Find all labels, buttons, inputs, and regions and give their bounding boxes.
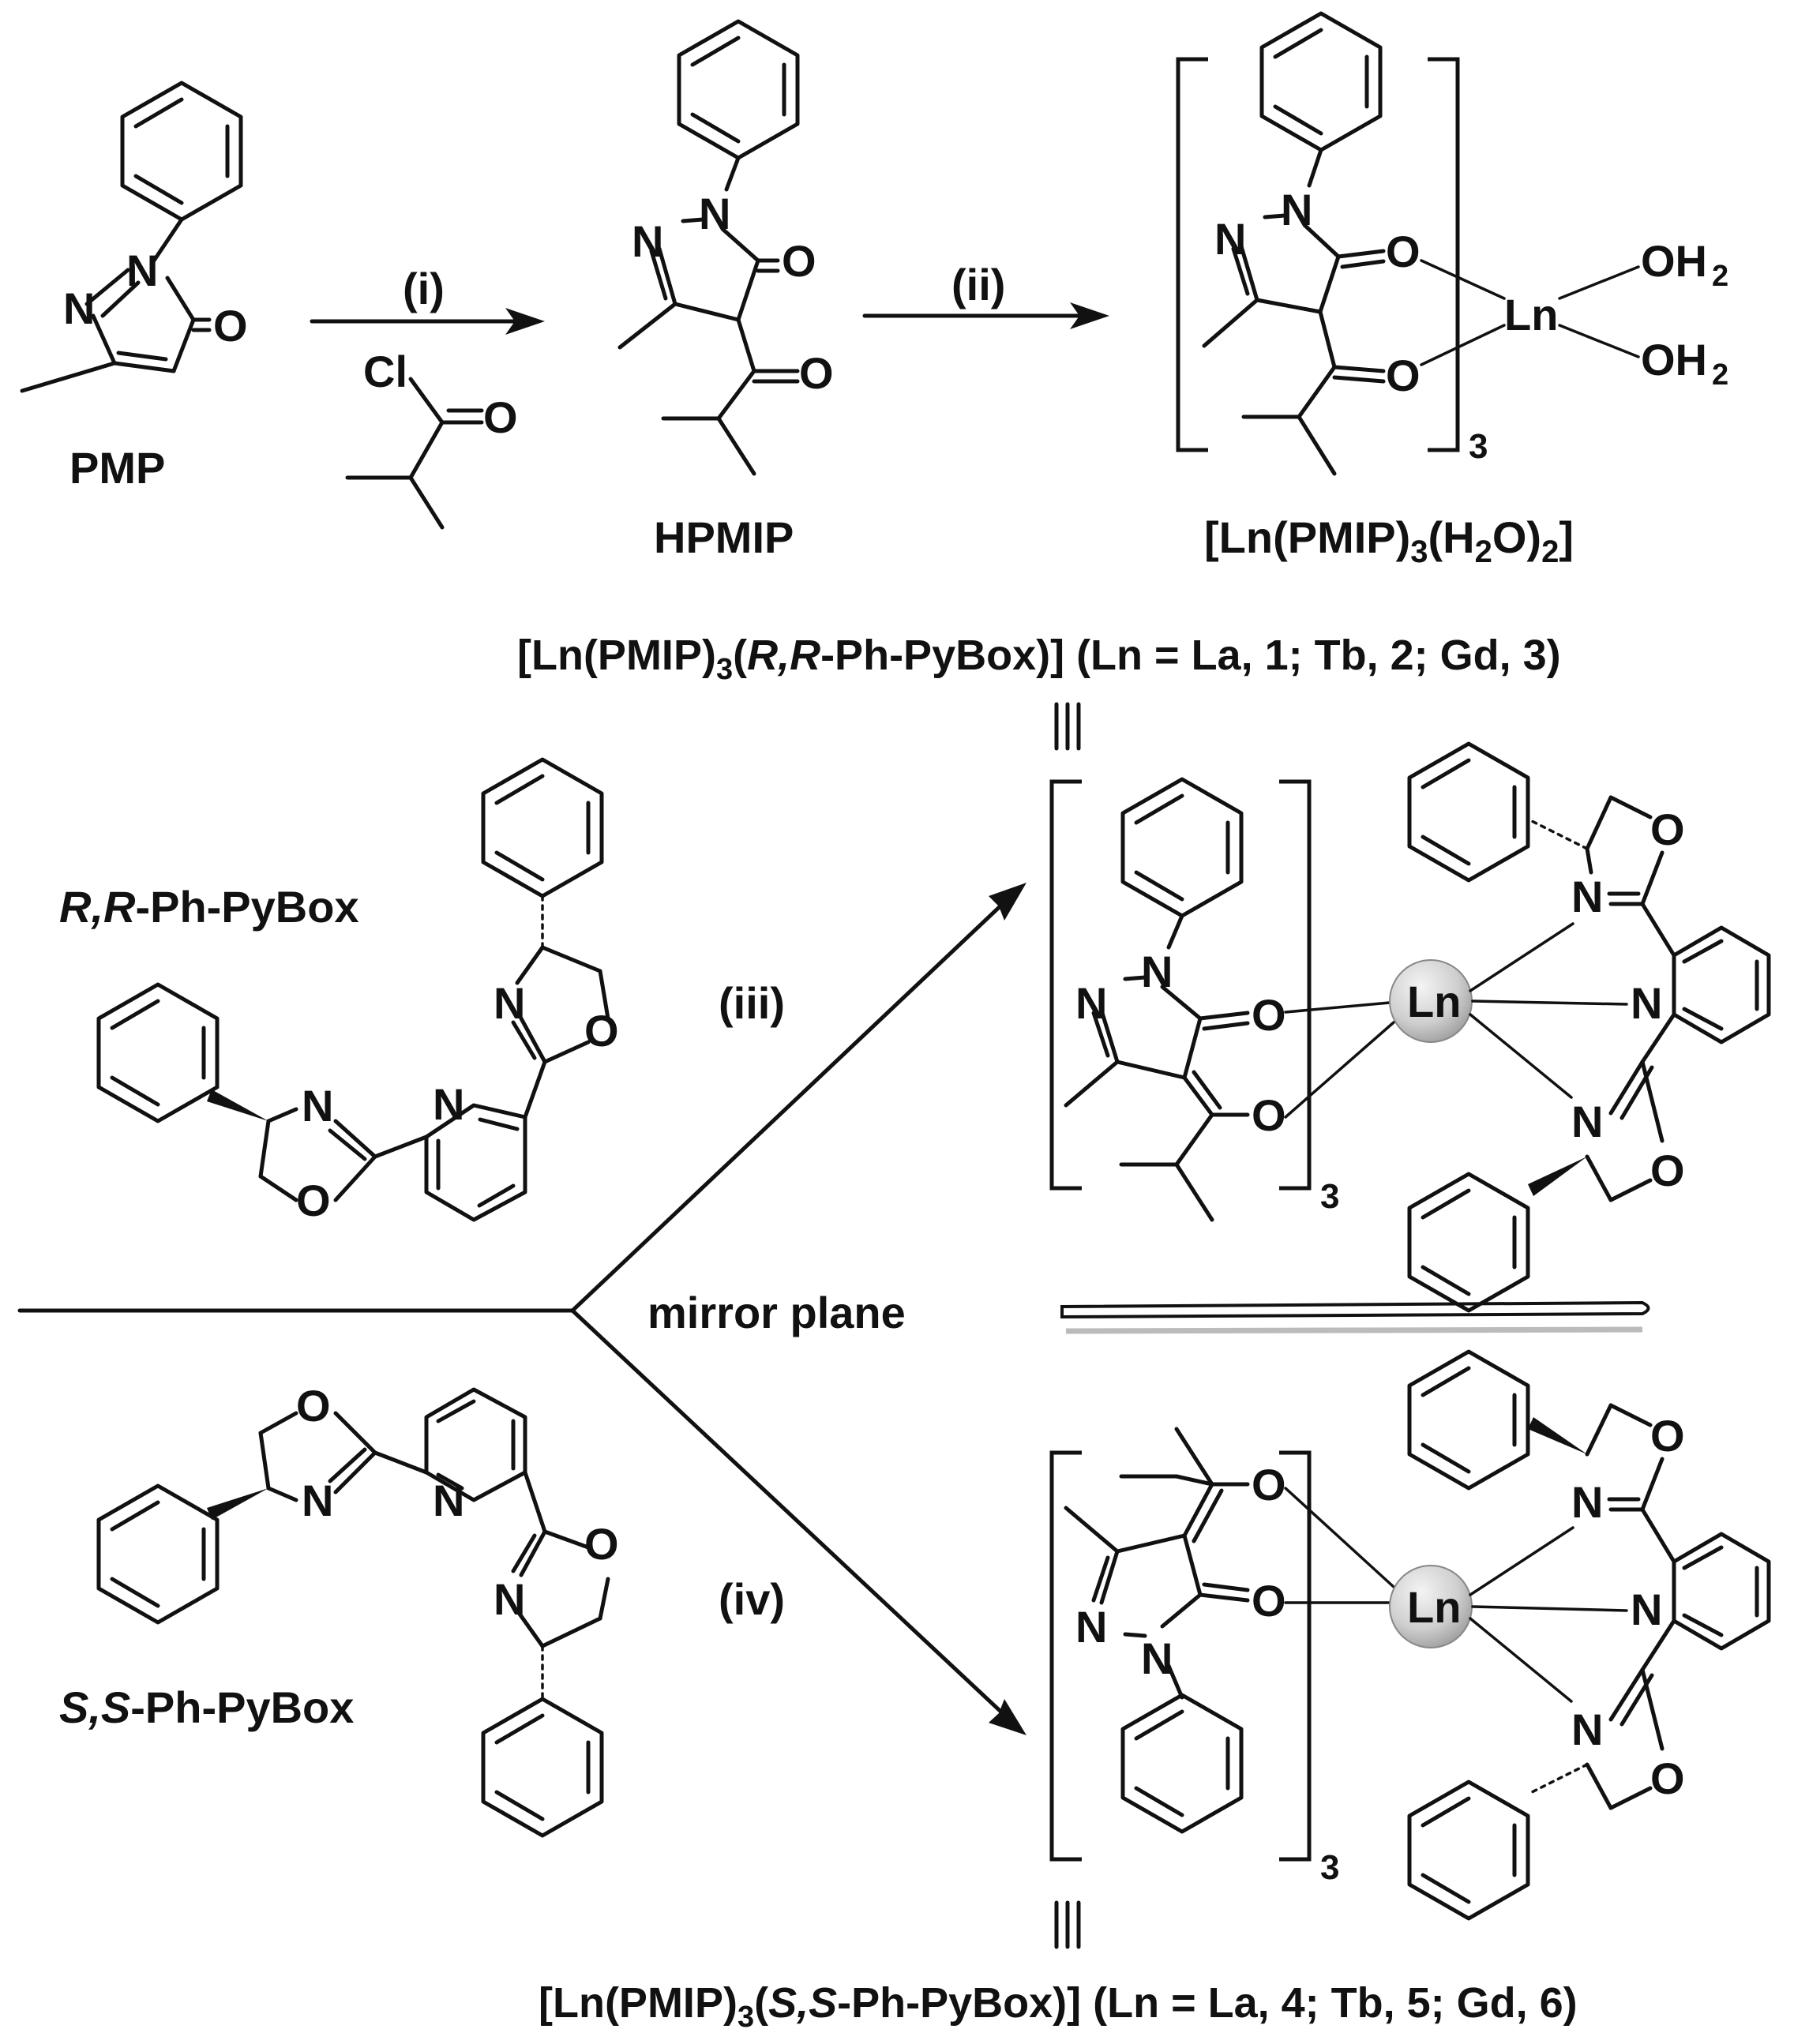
- atom-n: N: [1281, 185, 1312, 234]
- label-hpmip: HPMIP: [654, 512, 794, 562]
- atom-n: N: [1141, 1633, 1173, 1683]
- atom-o: O: [296, 1381, 331, 1431]
- step-iv-label: (iv): [719, 1574, 785, 1624]
- step-iii-label: (iii): [719, 978, 785, 1028]
- product-rr-structure: N N O O 3 Ln N N O: [1049, 741, 1771, 1313]
- atom-n: N: [63, 283, 95, 333]
- atom-n: N: [494, 1574, 525, 1624]
- ss-pybox-structure: O N N O N: [96, 1381, 619, 1838]
- mirror-plane-graphic: [1060, 1300, 1650, 1334]
- pmp-structure: N N O PMP: [20, 81, 248, 493]
- label-pmp: PMP: [69, 443, 165, 493]
- label-ss-pybox: S,S-Ph-PyBox: [59, 1682, 354, 1732]
- atom-n: N: [1075, 978, 1107, 1028]
- atom-o: O: [584, 1519, 619, 1569]
- product-rr-formula: [Ln(PMIP)3(R,R-Ph-PyBox)] (Ln = La, 1; T…: [517, 632, 1561, 686]
- atom-o: O: [1386, 351, 1421, 400]
- atom-o: O: [483, 392, 518, 442]
- step-i-label: (i): [403, 264, 445, 313]
- hpmip-structure: N N O O HPMIP: [617, 19, 834, 562]
- atom-n: N: [699, 189, 730, 238]
- branch-arrows: [17, 883, 1026, 1735]
- atom-o: O: [1252, 1576, 1286, 1626]
- atom-n: N: [1631, 978, 1662, 1028]
- atom-n: N: [433, 1079, 464, 1129]
- atom-o: O: [1650, 1753, 1685, 1803]
- atom-n: N: [494, 978, 525, 1028]
- atom-o: O: [1386, 227, 1421, 276]
- atom-n: N: [1075, 1602, 1107, 1652]
- bracket-subscript-3: 3: [1320, 1177, 1339, 1216]
- atom-o: O: [1650, 1411, 1685, 1461]
- step-ii-label: (ii): [951, 260, 1005, 309]
- atom-n: N: [1571, 872, 1603, 921]
- atom-n: N: [1214, 214, 1246, 264]
- atom-n: N: [302, 1081, 333, 1131]
- atom-ln: Ln: [1407, 1582, 1461, 1632]
- atom-n: N: [1571, 1477, 1603, 1527]
- atom-o: O: [584, 1006, 619, 1056]
- atom-o: O: [799, 348, 834, 398]
- atom-o: O: [213, 301, 248, 351]
- bracket-subscript-3: 3: [1469, 427, 1488, 466]
- atom-n: N: [1631, 1585, 1662, 1634]
- atom-n: N: [632, 216, 663, 266]
- label-hydrate-complex: [Ln(PMIP)3(H2O)2]: [1204, 512, 1574, 569]
- atom-ln: Ln: [1407, 977, 1461, 1026]
- atom-cl: Cl: [363, 347, 407, 396]
- product-ss-structure: O N N O 3 Ln N N O: [1049, 1349, 1771, 1921]
- atom-n: N: [126, 246, 158, 295]
- subscript-2: 2: [1712, 358, 1728, 392]
- label-rr-pybox: R,R-Ph-PyBox: [59, 882, 359, 932]
- subscript-2: 2: [1712, 260, 1728, 293]
- arrow-step-i: (i) Cl O: [310, 264, 545, 530]
- atom-n: N: [433, 1476, 464, 1525]
- arrow-step-ii: (ii): [862, 260, 1109, 329]
- atom-o: O: [296, 1176, 331, 1225]
- atom-o: O: [1650, 804, 1685, 854]
- atom-o: O: [1252, 990, 1286, 1040]
- mirror-plane-label: mirror plane: [647, 1288, 906, 1337]
- identity-sign: [1054, 1900, 1081, 1949]
- identity-sign: [1054, 702, 1081, 751]
- atom-n: N: [302, 1476, 333, 1525]
- rr-pybox-structure: N O N N O: [96, 757, 619, 1225]
- atom-o: O: [782, 236, 816, 286]
- atom-ln: Ln: [1504, 290, 1558, 339]
- atom-o: O: [1252, 1090, 1286, 1140]
- bracket-subscript-3: 3: [1320, 1848, 1339, 1887]
- atom-n: N: [1571, 1097, 1603, 1146]
- atom-oh: OH: [1641, 236, 1707, 286]
- atom-o: O: [1252, 1460, 1286, 1510]
- atom-o: O: [1650, 1146, 1685, 1195]
- atom-n: N: [1571, 1705, 1603, 1754]
- atom-n: N: [1141, 947, 1173, 996]
- product-ss-formula: [Ln(PMIP)3(S,S-Ph-PyBox)] (Ln = La, 4; T…: [539, 1979, 1578, 2034]
- atom-oh: OH: [1641, 335, 1707, 384]
- hydrate-complex-structure: N N O O Ln OH 2 OH 2 3 [Ln(PMIP)3(H2O)2]: [1176, 11, 1728, 569]
